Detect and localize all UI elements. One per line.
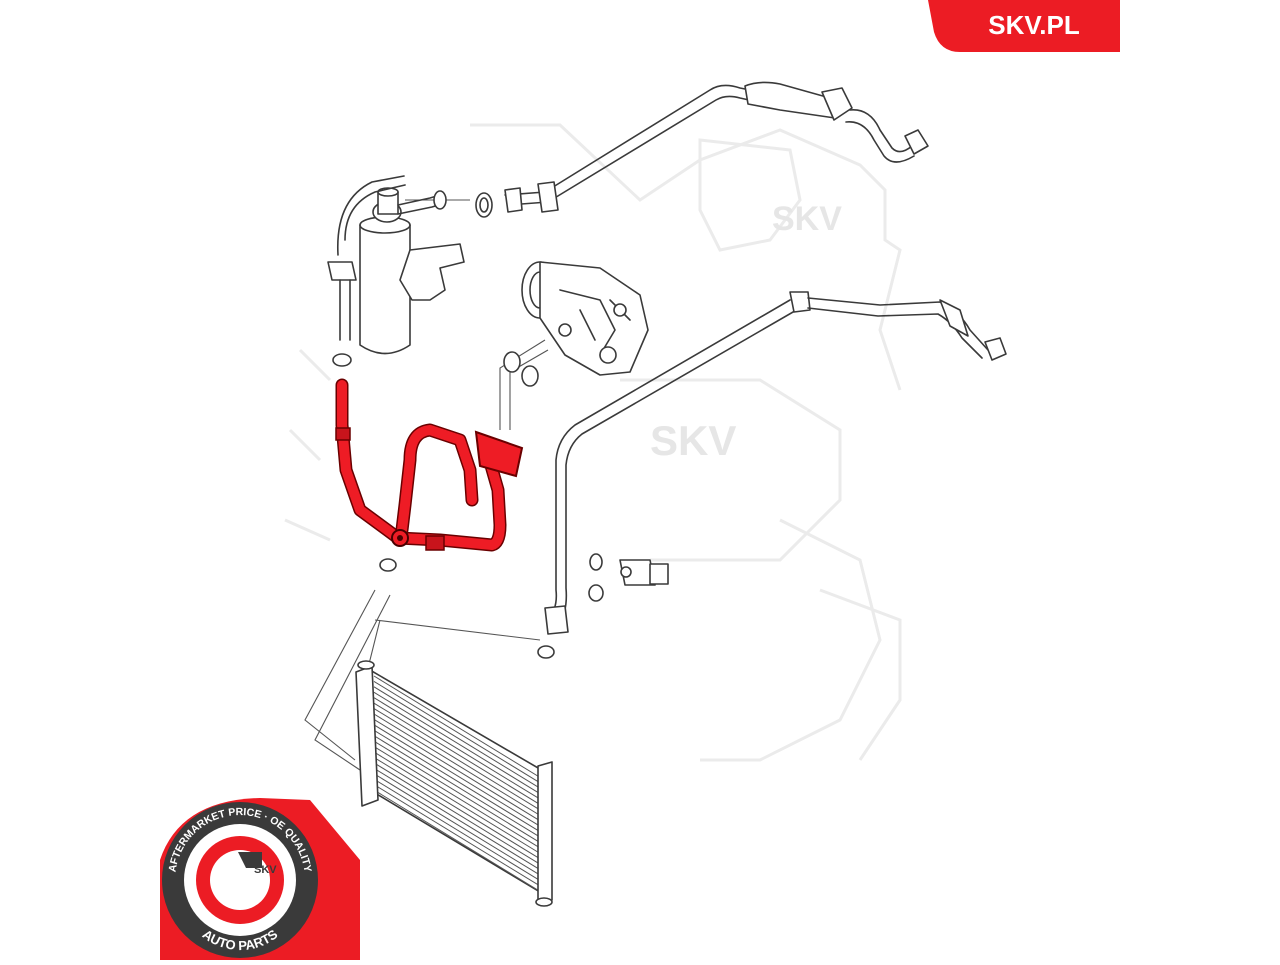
brand-corner-label: SKV.PL: [988, 10, 1080, 40]
receiver-drier-icon: [327, 175, 465, 367]
seal-center-text: SKV: [254, 864, 277, 876]
o-ring-drier: [332, 353, 352, 367]
leader-line-left: [304, 589, 391, 771]
o-ring-hose: [379, 558, 397, 572]
liquid-line-icon: [537, 291, 1007, 659]
gear-icon: [238, 852, 262, 868]
condenser-fin: [373, 708, 542, 811]
condenser-fin: [373, 746, 542, 849]
condenser-fin: [373, 719, 542, 822]
o-ring-liquid: [537, 645, 555, 659]
o-ring-compressor-2: [521, 365, 539, 387]
compressor-icon: [499, 261, 649, 430]
highlighted-discharge-hose: [335, 378, 524, 552]
o-ring-switch: [589, 553, 603, 571]
o-ring-compressor-1: [503, 351, 521, 373]
condenser-fin: [373, 729, 542, 833]
condenser-fin: [373, 675, 542, 779]
condenser-fin: [373, 751, 542, 855]
condenser-fin: [373, 713, 542, 817]
watermark-text-2: SKV: [650, 417, 736, 464]
brand-corner-tab: SKV.PL: [928, 0, 1120, 52]
condenser-fins: [373, 675, 542, 893]
condenser-fin: [373, 762, 542, 866]
condenser-fin: [373, 681, 542, 784]
condenser-fin: [373, 686, 542, 790]
condenser-fin: [373, 724, 542, 828]
condenser-fin: [373, 789, 542, 893]
condenser-fin: [373, 767, 542, 871]
pressure-switch-icon: [619, 559, 669, 586]
condenser-fin: [373, 697, 542, 801]
condenser-fin: [373, 757, 542, 860]
watermark: SKV SKV: [284, 123, 902, 762]
condenser-fin: [373, 773, 542, 877]
suction-line-icon: [405, 81, 929, 218]
condenser-fin: [373, 784, 542, 887]
brand-seal: AFTERMARKET PRICE · OE QUALITY AUTO PART…: [160, 798, 360, 960]
condenser-fin: [373, 740, 542, 844]
condenser-icon: [355, 660, 553, 907]
condenser-fin: [373, 702, 542, 806]
condenser-fin: [373, 691, 542, 795]
condenser-fin: [373, 778, 542, 882]
condenser-fin: [373, 735, 542, 839]
watermark-text-1: SKV: [772, 200, 842, 238]
